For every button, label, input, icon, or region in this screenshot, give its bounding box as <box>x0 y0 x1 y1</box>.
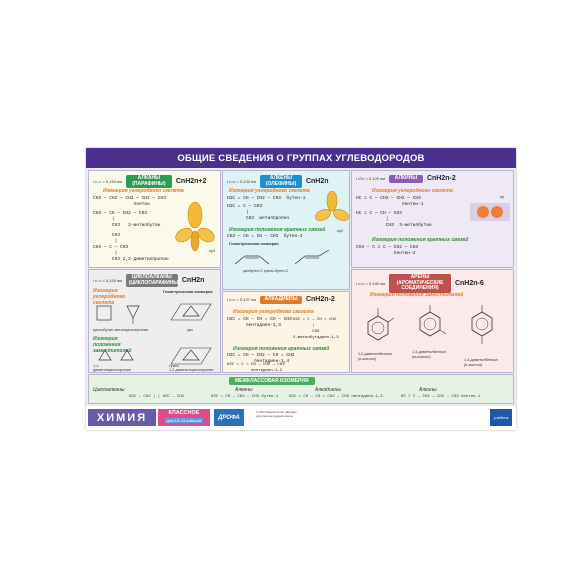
arenes-formula: CnH2n-6 <box>454 279 484 287</box>
panel-alkenes: l c=c = 0,134 нм АЛКЕНЫ (ОЛЕФИНЫ) CnH2n … <box>222 170 350 290</box>
publisher-badge: учебник <box>490 409 512 426</box>
cyclo-mol2-label: 1,1- диметилциклопропан <box>93 364 131 372</box>
panel-interclass-isomerism: МЕЖКЛАССОВАЯ ИЗОМЕРИЯ Циклоалканы Алкены… <box>88 374 514 404</box>
interclass-title: МЕЖКЛАССОВАЯ ИЗОМЕРИЯ <box>229 377 315 385</box>
alkanes-molecule-1: CH3 — CH2 — CH2 — CH2 — CH3 пентан <box>93 196 166 207</box>
alkenes-header: l c=c = 0,134 нм АЛКЕНЫ (ОЛЕФИНЫ) CnH2n <box>227 175 329 188</box>
alkanes-bond-length: l c–c = 0,154 нм <box>93 179 122 184</box>
cyclo-bond-length: l c–c = 0,154 нм <box>93 278 122 283</box>
panel-alkadienes: l c=c = 0,137 нм АЛКАДИЕНЫ CnH2n-2 Изоме… <box>222 291 350 373</box>
alkynes-molecule-3: CH3 — C ≡ C — CH2 — CH3 пентин-2 <box>356 245 419 256</box>
footer: ХИМИЯ КЛАССНОЕ для 10–11 классов ДРОФА ©… <box>86 406 516 430</box>
alkanes-formula: CnH2n+2 <box>175 178 207 185</box>
alkynes-badge: АЛКИНЫ <box>388 175 423 183</box>
cyclo-geo1-label: цис <box>187 328 194 332</box>
dienes-molecule-1: H2C = CH — CH = CH — CH3 пентадиен-1,3 <box>227 317 292 328</box>
arenes-header: l c=c = 0,140 нм АРЕНЫ (АРОМАТИЧЕСКИЕ СО… <box>356 274 484 293</box>
benzene-rings-icon <box>367 305 493 344</box>
alkynes-header: l c≡c = 0,120 нм АЛКИНЫ CnH2n-2 <box>356 175 456 183</box>
alkanes-badge: АЛКАНЫ (ПАРАФИНЫ) <box>125 175 172 188</box>
alkanes-hybrid: sp3 <box>209 249 216 253</box>
arene-ring-1-label: 1,2-диметилбензол (о-ксилол) <box>358 352 392 361</box>
cyclo-structures-icon <box>96 303 212 324</box>
page-title: ОБЩИЕ СВЕДЕНИЯ О ГРУППАХ УГЛЕВОДОРОДОВ <box>86 148 516 168</box>
arenes-subtitle: Изомерия положения заместителей <box>370 292 464 298</box>
interclass-label-alkynes: Алкины <box>419 387 437 393</box>
alkynes-bond-length: l c≡c = 0,120 нм <box>356 176 385 182</box>
cyclo-header: l c–c = 0,154 нм ЦИКЛОАЛКАНЫ (ЦИКЛОПАРАФ… <box>93 274 204 287</box>
dienes-formula: CnH2n-2 <box>305 296 335 304</box>
alkynes-subtitle-2: Изомерия положения кратных связей <box>372 237 469 243</box>
alkenes-molecule-3: CH3 — CH = CH — CH3 бутен-2 <box>227 234 303 239</box>
alkynes-formula: CnH2n-2 <box>426 175 456 183</box>
interclass-formula-alkenes: H2C = CH — CH2 — CH3 бутен-1 <box>211 395 279 399</box>
alkynes-subtitle-1: Изомерия углеродного скелета <box>372 188 453 194</box>
class-badge-bottom: для 10–11 классов <box>158 418 210 423</box>
dienes-badge: АЛКАДИЕНЫ <box>259 296 302 304</box>
alkenes-bond-length: l c=c = 0,134 нм <box>227 179 256 184</box>
alkenes-geo-labels: цисбутен-2 транс-бутен-2 <box>243 269 289 273</box>
cyclo-mol1-labels: циклобутан метилциклопропан <box>93 328 148 332</box>
dienes-molecule-3: H2C = CH — CH2 — CH = CH2 пентадиен-1,4 <box>227 353 295 364</box>
interclass-label-alkadienes: Алкадиены <box>315 387 342 393</box>
dienes-header: l c=c = 0,137 нм АЛКАДИЕНЫ CnH2n-2 <box>227 296 335 304</box>
sp-orbital-icon <box>470 203 510 221</box>
class-badge: КЛАССНОЕ для 10–11 классов <box>158 409 210 426</box>
geometric-isomer-icon <box>234 250 330 265</box>
panel-alkynes: l c≡c = 0,120 нм АЛКИНЫ CnH2n-2 Изомерия… <box>351 170 514 268</box>
dienes-bond-length: l c=c = 0,137 нм <box>227 297 256 303</box>
poster: ОБЩИЕ СВЕДЕНИЯ О ГРУППАХ УГЛЕВОДОРОДОВ l… <box>86 148 516 430</box>
alkenes-molecule-1: H2C = CH — CH2 — CH3 бутен-1 <box>227 196 306 201</box>
panel-arenes: l c=c = 0,140 нм АРЕНЫ (АРОМАТИЧЕСКИЕ СО… <box>351 269 514 373</box>
panel-alkanes: l c–c = 0,154 нм АЛКАНЫ (ПАРАФИНЫ) CnH2n… <box>88 170 221 268</box>
sp3-orbital-icon <box>175 201 215 252</box>
interclass-formula-alkadienes: H2C = CH — CH = CH2 — CH3 пентадиен-1,3 <box>289 395 383 399</box>
cyclo-formula: CnH2n <box>181 277 205 284</box>
dienes-subtitle-1: Изомерия углеродного скелета <box>233 309 314 315</box>
alkynes-hybrid: sp <box>500 195 505 199</box>
dienes-molecule-4: H2C = C = CH — CH2 — CH3 пентадиен-1,2 <box>227 363 285 373</box>
cyclo-structures-2-icon <box>98 347 212 365</box>
footer-small-print: © ООО Издательство «Дрофа» для классов с… <box>256 410 297 418</box>
alkynes-molecule-1: HC ≡ C — CH2 — CH2 — CH3 пентин-1 <box>356 196 424 207</box>
cyclo-subtitle-1: Изомерия углеродного скелета <box>93 288 126 306</box>
interclass-formula-cycloalkanes: H2C — CH2 | | H2C — CH2 <box>129 395 185 399</box>
alkenes-hybrid: sp2 <box>337 229 344 233</box>
arenes-badge: АРЕНЫ (АРОМАТИЧЕСКИЕ СОЕДИНЕНИЯ) <box>388 274 451 293</box>
alkanes-header: l c–c = 0,154 нм АЛКАНЫ (ПАРАФИНЫ) CnH2n… <box>93 175 206 188</box>
dienes-subtitle-2: Изомерия положения кратных связей <box>233 346 330 352</box>
alkenes-subtitle-2: Изомерия положения кратных связей <box>229 227 326 233</box>
interclass-label-cycloalkanes: Циклоалканы <box>93 387 125 393</box>
alkenes-subtitle-1: Изомерия углеродного скелета <box>229 188 310 194</box>
sp2-orbital-icon <box>315 191 349 221</box>
cyclo-geo2-label: транс 1,2-диметилциклопропан <box>169 364 214 372</box>
cyclo-subtitle-2: Изомерия положения заместителей <box>93 336 132 354</box>
arene-ring-3-label: 1,4-диметилбензол (п-ксилол) <box>464 358 498 367</box>
alkanes-molecule-2: CH3 — CH — CH2 — CH3 | CH3 2-метилбутан <box>93 211 161 228</box>
chemistry-logo: ХИМИЯ <box>88 409 156 426</box>
panel-cycloalkanes: l c–c = 0,154 нм ЦИКЛОАЛКАНЫ (ЦИКЛОПАРАФ… <box>88 269 221 373</box>
alkenes-subtitle-3: Геометрическая изомерия <box>229 242 279 246</box>
class-badge-bottom-text: для 10–11 классов <box>164 418 204 423</box>
cyclo-badge: ЦИКЛОАЛКАНЫ (ЦИКЛОПАРАФИНЫ) <box>125 274 180 287</box>
cyclo-subtitle-geo: Геометрическая изомерия <box>163 290 213 294</box>
arene-ring-2-label: 1,3-диметилбензол (м-ксилол) <box>412 350 446 359</box>
interclass-label-alkenes: Алкены <box>235 387 253 393</box>
interclass-formula-alkynes: HC ≡ C — CH2 — CH2 — CH3 пентин-1 <box>401 395 481 399</box>
alkanes-subtitle: Изомерия углеродного скелета <box>103 188 184 194</box>
alkenes-badge: АЛКЕНЫ (ОЛЕФИНЫ) <box>259 175 302 188</box>
alkynes-molecule-2: HC ≡ C — CH — CH3 | CH3 3-метилбутин <box>356 211 432 228</box>
arenes-bond-length: l c=c = 0,140 нм <box>356 280 385 286</box>
dienes-molecule-2: H2C = C — CH = CH2 | CH3 2-метилбутадиен… <box>293 318 339 340</box>
alkenes-molecule-2: H2C = C — CH3 | CH3 метилпропен <box>227 204 290 221</box>
class-badge-top: КЛАССНОЕ <box>168 410 200 416</box>
alkanes-molecule-3: CH3 | CH3 — C — CH3 | CH3 2,2-диметилпро… <box>93 233 169 262</box>
publisher-logo: ДРОФА <box>214 409 244 426</box>
alkenes-formula: CnH2n <box>305 178 329 185</box>
